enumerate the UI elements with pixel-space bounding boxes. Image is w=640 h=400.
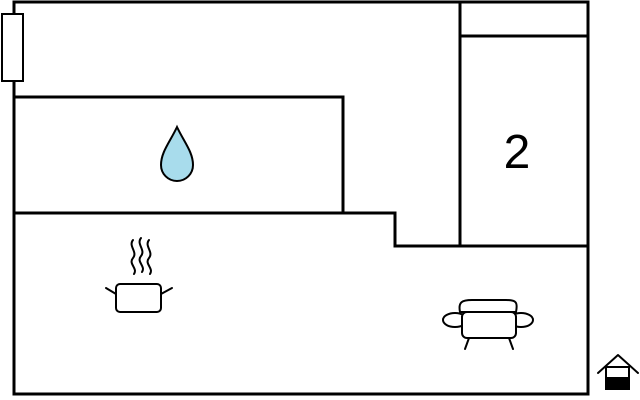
cooking-pot-icon (105, 237, 173, 313)
window (1, 13, 24, 82)
house-entrance-icon (597, 354, 639, 390)
water-drop-icon (159, 124, 195, 182)
sofa-icon (442, 299, 534, 350)
bathroom (12, 95, 345, 215)
living-area-wall (12, 211, 590, 248)
room-2-number: 2 (504, 126, 531, 179)
room-2: 2 (458, 0, 590, 248)
